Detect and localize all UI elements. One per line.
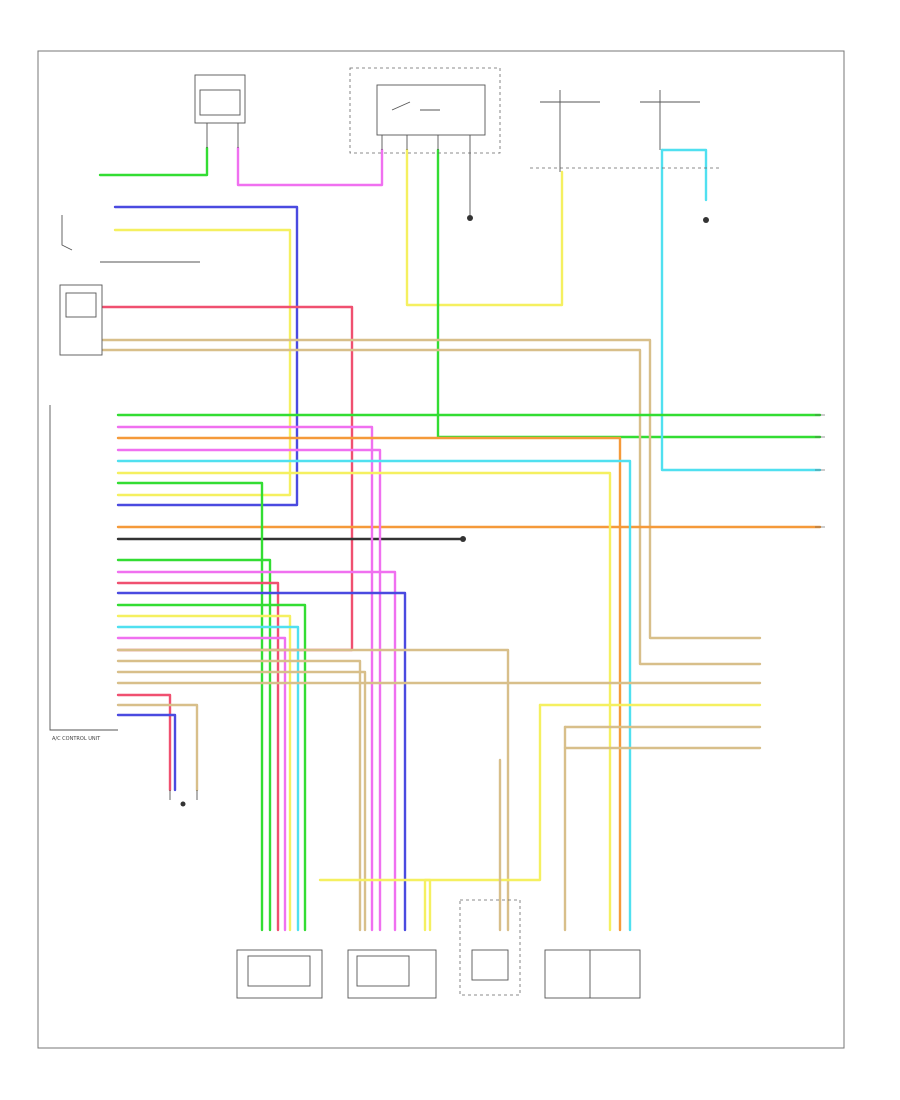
wires	[98, 146, 822, 932]
wire-orange-2	[116, 436, 622, 932]
wire-blue-1	[113, 205, 299, 507]
sensor-sunload	[459, 899, 521, 996]
wire-yellow-6	[423, 703, 542, 932]
wire-cyan-2	[660, 148, 708, 202]
wire-blue-2	[116, 591, 407, 932]
wire-tan-5	[116, 670, 367, 932]
wire-pink-5	[116, 636, 287, 932]
wire-cyan-3	[116, 459, 632, 932]
ground-icon-4	[169, 790, 198, 807]
wire-green-2	[436, 148, 822, 439]
hvac-control-unit	[49, 405, 118, 731]
blower-relay	[194, 74, 246, 148]
wire-red-2	[116, 581, 280, 932]
wire-tan-2	[101, 348, 762, 666]
wire-tan-1	[101, 338, 762, 640]
wire-pink-3	[116, 448, 382, 932]
diagram-frame	[37, 50, 845, 1049]
actuator-front-temp	[236, 949, 323, 999]
wire-blue-3	[116, 713, 177, 792]
ground-icon-1	[467, 150, 473, 221]
ground-icon-2	[703, 217, 709, 223]
wire-tan-7	[116, 703, 199, 792]
wire-pink-1	[236, 146, 384, 187]
wire-yellow-1	[113, 228, 292, 497]
wire-cyan-4	[116, 625, 300, 932]
wire-cyan-1	[660, 148, 822, 472]
wire-tan-4	[116, 659, 362, 932]
wire-yellow-2	[405, 148, 564, 307]
ground-icon-3	[460, 536, 466, 542]
wire-pink-4	[116, 570, 397, 932]
wire-green-5	[116, 558, 272, 932]
relay-box-dash	[349, 67, 501, 154]
wire-green-6	[116, 603, 307, 932]
wire-yellow-7	[318, 878, 432, 932]
wire-red-1	[101, 305, 354, 652]
connector-marks	[815, 414, 825, 528]
wire-yellow-3	[116, 471, 612, 932]
wire-yellow-4	[116, 614, 292, 932]
ign-relay	[376, 84, 486, 150]
actuator-recirc	[544, 949, 641, 999]
fuse-block-right	[530, 90, 720, 172]
actuator-front-mode	[347, 949, 437, 999]
wire-green-4	[116, 481, 264, 932]
wire-red-3	[116, 693, 172, 792]
wire-green-1	[98, 146, 209, 177]
wire-pink-2	[116, 425, 374, 932]
sensor-block-left	[59, 215, 200, 356]
wire-tan-3	[116, 648, 510, 932]
unit-title: A/C CONTROL UNIT	[52, 736, 101, 742]
